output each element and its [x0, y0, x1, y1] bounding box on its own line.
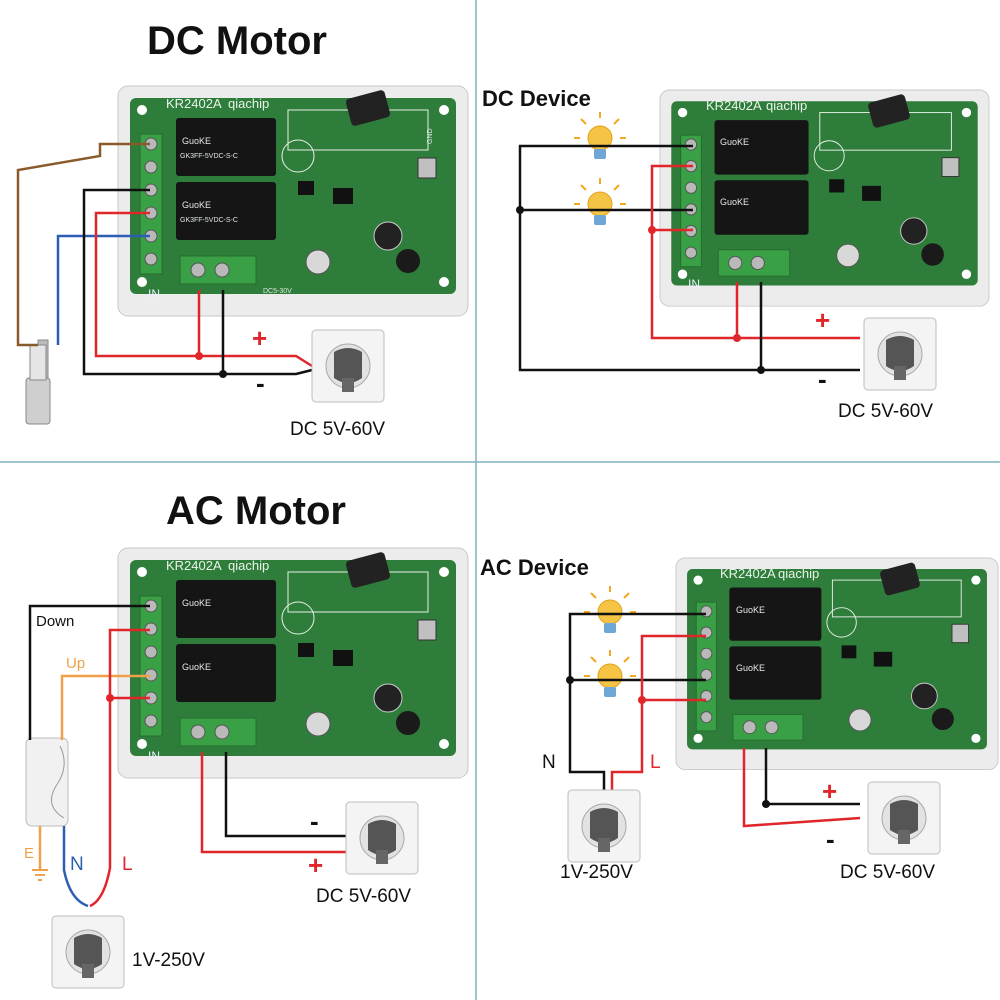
plus-sign: +: [815, 305, 830, 335]
board-input-label: IN: [148, 287, 160, 301]
power-socket-icon: [567, 789, 641, 863]
light-bulb-icon: [573, 111, 627, 160]
wire-label-l: L: [650, 752, 661, 773]
panel-dc-device: DC Device KR2402A qiachip GuoKE GuoKE IN…: [482, 86, 990, 422]
relay-brand: GuoKE: [736, 663, 765, 673]
panel-title: AC Device: [480, 555, 589, 580]
relay-board: KR2402A qiachip GuoKE GuoKE IN: [117, 547, 469, 779]
supply-label: DC 5V-60V: [838, 401, 933, 422]
brown-wire: [16, 142, 150, 347]
black-wire: [82, 188, 313, 376]
plus-sign: +: [252, 323, 267, 353]
board-input-label: IN: [148, 749, 160, 763]
power-socket-icon: [863, 317, 937, 391]
red-wire: [89, 696, 150, 908]
linear-actuator-icon: [25, 339, 51, 425]
red-wire: [610, 634, 706, 790]
panel-ac-device: AC Device KR2402A qiachip GuoKE GuoKE N …: [480, 555, 999, 883]
supply-label: DC 5V-60V: [316, 886, 411, 907]
board-brand: qiachip: [228, 96, 269, 111]
relay-brand: GuoKE: [182, 662, 211, 672]
red-wire: [94, 211, 313, 368]
relay-brand: GuoKE: [720, 197, 749, 207]
board-dc-range: DC5-30V: [263, 288, 292, 295]
panel-dc-motor: DC Motor KR2402A qiachip GuoKE GK3FF-5VD…: [16, 19, 469, 440]
blue-wire: [56, 234, 150, 345]
relay-part: GK3FF-5VDC-S-C: [180, 153, 238, 160]
wire-label-up: Up: [66, 655, 85, 672]
light-bulb-icon: [583, 649, 637, 698]
board-brand: qiachip: [778, 566, 819, 581]
board-brand: qiachip: [228, 558, 269, 573]
tubular-motor-icon: [25, 737, 69, 827]
board-model: KR2402A: [706, 98, 762, 113]
board-model: KR2402A: [166, 96, 222, 111]
wire-label-n: N: [542, 752, 556, 773]
board-input-label: IN: [688, 277, 700, 291]
supply-label: DC 5V-60V: [840, 862, 935, 883]
red-wire: [108, 628, 150, 698]
antenna-icon: [345, 90, 391, 126]
wire-label-e: E: [24, 845, 34, 862]
power-socket-icon: [51, 915, 125, 989]
relay-brand: GuoKE: [182, 200, 211, 210]
relay-board: KR2402A qiachip GuoKE GK3FF-5VDC-S-C Guo…: [117, 85, 469, 317]
wire-label-l: L: [122, 854, 133, 875]
relay-brand: GuoKE: [182, 598, 211, 608]
panel-title: DC Device: [482, 86, 591, 111]
blue-wire: [62, 826, 89, 908]
power-socket-icon: [867, 781, 941, 855]
ground-symbol-icon: [32, 869, 48, 881]
antenna-icon: [880, 562, 920, 596]
plus-sign: +: [822, 776, 837, 806]
power-socket-icon: [345, 801, 419, 875]
minus-sign: -: [310, 806, 319, 836]
black-wire: [568, 612, 706, 790]
black-wire: [518, 144, 860, 372]
supply-label: DC 5V-60V: [290, 419, 385, 440]
minus-sign: -: [256, 368, 265, 398]
minus-sign: -: [826, 824, 835, 854]
board-gnd-label: GND: [427, 128, 434, 144]
plus-sign: +: [308, 850, 323, 880]
red-wire: [200, 752, 350, 854]
relay-board: KR2402A qiachip GuoKE GuoKE IN: [659, 89, 990, 307]
board-brand: qiachip: [766, 98, 807, 113]
ac-supply-label: 1V-250V: [132, 950, 205, 971]
power-socket-icon: [311, 329, 385, 403]
relay-brand: GuoKE: [736, 605, 765, 615]
relay-brand: GuoKE: [182, 136, 211, 146]
wire-label-down: Down: [36, 613, 74, 630]
relay-brand: GuoKE: [720, 137, 749, 147]
ac-supply-label: 1V-250V: [560, 862, 633, 883]
red-wire: [742, 748, 861, 828]
antenna-icon: [345, 552, 391, 588]
panel-title: AC Motor: [166, 489, 346, 533]
minus-sign: -: [818, 364, 827, 394]
red-wire: [650, 164, 860, 340]
light-bulb-icon: [573, 177, 627, 226]
board-model: KR2402A: [166, 558, 222, 573]
black-wire: [224, 752, 350, 838]
board-model: KR2402A: [720, 566, 776, 581]
orange-wire: [60, 674, 150, 740]
relay-board: KR2402A qiachip GuoKE GuoKE: [675, 557, 999, 771]
antenna-icon: [868, 94, 910, 128]
panel-ac-motor: AC Motor KR2402A qiachip GuoKE GuoKE IN …: [24, 489, 469, 989]
light-bulb-icon: [583, 585, 637, 634]
black-wire: [28, 604, 150, 740]
wire-label-n: N: [70, 854, 84, 875]
relay-part: GK3FF-5VDC-S-C: [180, 217, 238, 224]
panel-title: DC Motor: [147, 19, 327, 63]
